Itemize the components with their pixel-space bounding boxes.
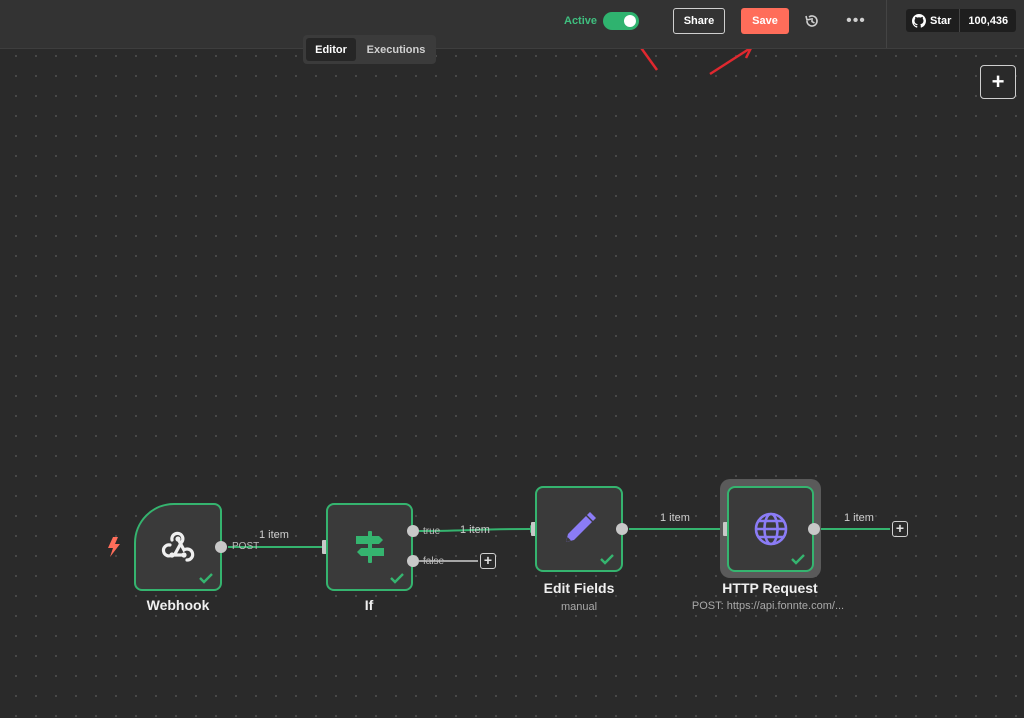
share-button[interactable]: Share	[673, 8, 725, 34]
pencil-icon	[566, 512, 596, 542]
globe-icon	[754, 512, 787, 546]
node-title-http-request: HTTP Request	[722, 580, 818, 596]
if-false-label: false	[423, 556, 445, 567]
github-star-label: Star	[930, 14, 952, 27]
active-toggle[interactable]	[603, 12, 639, 30]
if-true-port[interactable]	[407, 525, 419, 537]
if-false-port[interactable]	[407, 555, 419, 567]
top-bar: Active Share Save ••• Star 100,436	[0, 0, 1024, 49]
trigger-bolt-icon	[108, 537, 120, 557]
success-check-icon	[199, 573, 213, 584]
divider	[886, 0, 887, 48]
view-tabs: Editor Executions	[303, 35, 436, 64]
node-title-edit-fields: Edit Fields	[543, 580, 615, 596]
node-subtitle-edit-fields: manual	[560, 601, 598, 613]
success-check-icon	[390, 573, 404, 584]
signpost-icon	[355, 531, 384, 563]
add-false-branch-button[interactable]: +	[480, 553, 496, 569]
webhook-port-label: POST	[232, 541, 260, 552]
node-edit-fields[interactable]	[535, 486, 623, 572]
tab-editor[interactable]: Editor	[306, 38, 356, 61]
node-title-webhook: Webhook	[146, 597, 210, 613]
add-node-button[interactable]: +	[980, 65, 1016, 99]
webhook-output-port[interactable]	[215, 541, 227, 553]
node-if[interactable]	[326, 503, 413, 591]
webhook-icon	[161, 531, 195, 562]
success-check-icon	[791, 554, 805, 565]
edge-if-edit	[418, 528, 531, 532]
github-star-button[interactable]: Star	[906, 9, 960, 32]
annotation-arrow-right	[709, 44, 753, 76]
success-check-icon	[600, 554, 614, 565]
http-output-port[interactable]	[808, 523, 820, 535]
add-next-node-button[interactable]: +	[892, 521, 908, 537]
node-webhook[interactable]	[134, 503, 222, 591]
if-true-label: true	[423, 526, 441, 537]
edge-label-http-out: 1 item	[844, 512, 874, 524]
save-button[interactable]: Save	[741, 8, 789, 34]
http-input-port[interactable]	[723, 522, 730, 536]
edge-label-edit-http: 1 item	[660, 512, 690, 524]
if-input-port[interactable]	[322, 540, 329, 554]
edit-input-port[interactable]	[531, 522, 538, 536]
edge-label-webhook-if: 1 item	[259, 529, 289, 541]
more-options-button[interactable]: •••	[846, 12, 866, 29]
node-title-if: If	[364, 597, 374, 613]
history-icon[interactable]	[802, 10, 822, 32]
toggle-knob	[624, 15, 636, 27]
github-star-widget[interactable]: Star 100,436	[906, 9, 1017, 32]
node-http-request[interactable]	[727, 486, 814, 572]
github-icon	[912, 13, 926, 28]
edge-label-if-edit: 1 item	[460, 524, 490, 536]
github-star-count: 100,436	[959, 9, 1017, 32]
tab-executions[interactable]: Executions	[366, 43, 426, 56]
node-subtitle-http-request: POST: https://api.fonnte.com/...	[691, 600, 845, 612]
active-label: Active	[564, 15, 598, 27]
edit-output-port[interactable]	[616, 523, 628, 535]
